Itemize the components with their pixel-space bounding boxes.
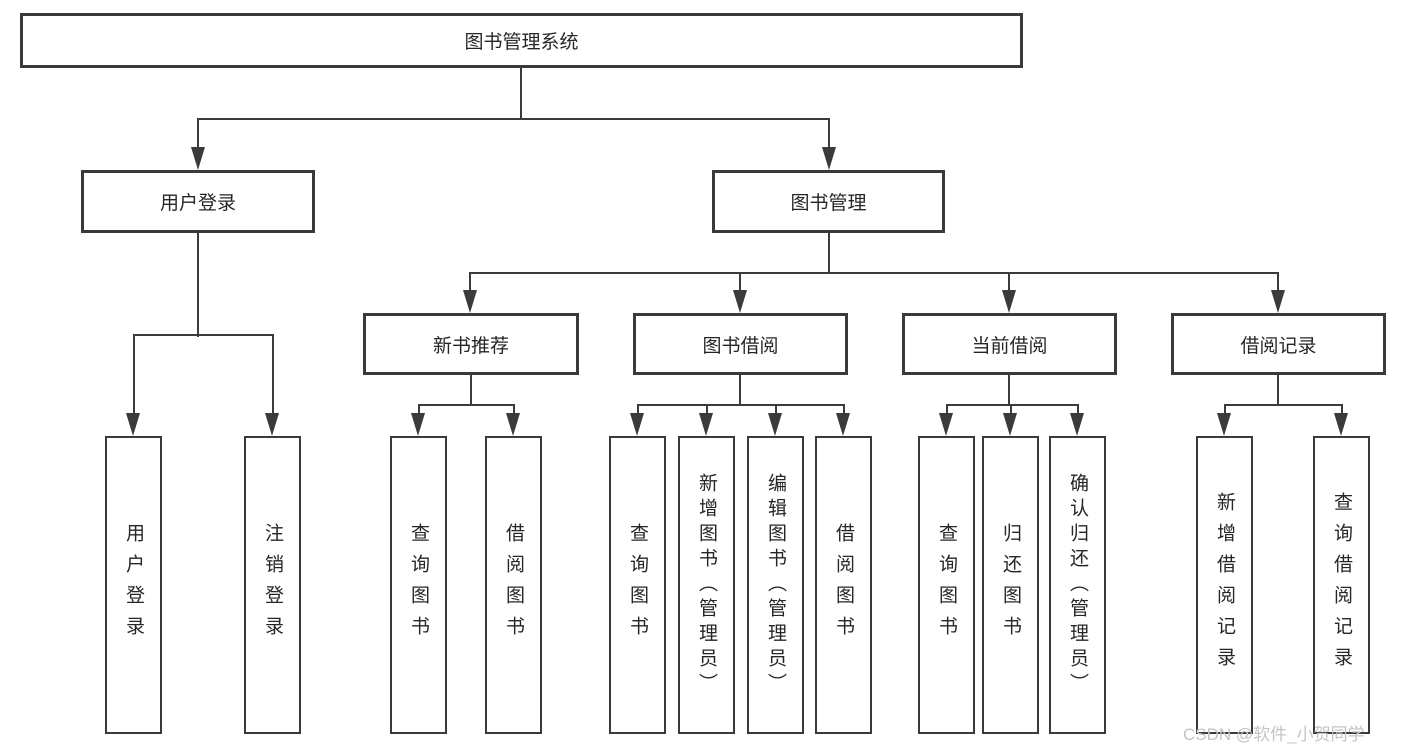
node-label: 查询图书 — [408, 523, 429, 647]
leaf-newbooks-query-books: 查询图书 — [390, 436, 447, 734]
node-label: 编辑图书（管理员） — [765, 472, 786, 698]
connector-arrowhead-down — [1271, 290, 1285, 313]
leaf-borrow-edit-books-admin: 编辑图书（管理员） — [747, 436, 804, 734]
connector-arrowhead-down — [939, 413, 953, 436]
node-label: 借阅图书 — [503, 523, 524, 647]
connector-arrowhead-down — [411, 413, 425, 436]
node-label: 新书推荐 — [432, 335, 509, 357]
connector-hline — [469, 272, 1279, 274]
connector-vline — [197, 119, 199, 156]
node-label: 查询图书 — [627, 523, 648, 647]
leaf-user-login: 用户登录 — [105, 436, 162, 734]
connector-vline — [469, 273, 471, 298]
connector-arrowhead-down — [126, 413, 140, 436]
node-label: 新增图书（管理员） — [696, 472, 717, 698]
node-book-management: 图书管理 — [712, 170, 945, 233]
connector-vline — [272, 335, 274, 420]
connector-arrowhead-down — [1334, 413, 1348, 436]
connector-arrowhead-down — [699, 413, 713, 436]
connector-arrowhead-down — [191, 147, 205, 170]
leaf-current-return-books: 归还图书 — [982, 436, 1039, 734]
leaf-borrow-query-books: 查询图书 — [609, 436, 666, 734]
node-label: 查询图书 — [936, 523, 957, 647]
connector-vline — [1277, 375, 1279, 406]
connector-vline — [133, 335, 135, 420]
connector-hline — [637, 404, 845, 406]
connector-arrowhead-down — [836, 413, 850, 436]
node-label: 用户登录 — [123, 523, 144, 647]
connector-hline — [946, 404, 1079, 406]
node-label: 借阅图书 — [833, 523, 854, 647]
connector-hline — [133, 334, 274, 336]
connector-vline — [828, 233, 830, 274]
node-borrow-records: 借阅记录 — [1171, 313, 1386, 375]
leaf-records-query-record: 查询借阅记录 — [1313, 436, 1370, 734]
node-label: 当前借阅 — [971, 335, 1048, 357]
leaf-current-confirm-return-admin: 确认归还（管理员） — [1049, 436, 1106, 734]
connector-vline — [1008, 273, 1010, 298]
connector-arrowhead-down — [1003, 413, 1017, 436]
connector-hline — [418, 404, 515, 406]
connector-arrowhead-down — [630, 413, 644, 436]
leaf-records-add-record: 新增借阅记录 — [1196, 436, 1253, 734]
connector-vline — [1277, 273, 1279, 298]
leaf-borrow-borrow-books: 借阅图书 — [815, 436, 872, 734]
watermark-text: CSDN @软件_小贺同学 — [1183, 725, 1365, 744]
connector-vline — [739, 375, 741, 406]
node-label: 注销登录 — [262, 523, 283, 647]
connector-arrowhead-down — [1002, 290, 1016, 313]
connector-arrowhead-down — [463, 290, 477, 313]
connector-vline — [739, 273, 741, 298]
leaf-borrow-add-books-admin: 新增图书（管理员） — [678, 436, 735, 734]
connector-arrowhead-down — [768, 413, 782, 436]
connector-arrowhead-down — [822, 147, 836, 170]
node-root: 图书管理系统 — [20, 13, 1023, 68]
node-label: 图书管理 — [790, 193, 867, 214]
connector-vline — [828, 119, 830, 156]
leaf-newbooks-borrow-books: 借阅图书 — [485, 436, 542, 734]
node-new-book-recommend: 新书推荐 — [363, 313, 579, 375]
connector-vline — [520, 68, 522, 120]
leaf-logout: 注销登录 — [244, 436, 301, 734]
node-label: 新增借阅记录 — [1214, 492, 1235, 678]
node-label: 借阅记录 — [1240, 335, 1317, 357]
connector-vline — [470, 375, 472, 406]
node-current-borrow: 当前借阅 — [902, 313, 1117, 375]
connector-hline — [197, 118, 830, 120]
node-label: 确认归还（管理员） — [1067, 472, 1088, 698]
connector-arrowhead-down — [1217, 413, 1231, 436]
connector-arrowhead-down — [506, 413, 520, 436]
connector-arrowhead-down — [1070, 413, 1084, 436]
node-label: 图书管理系统 — [464, 32, 579, 53]
leaf-current-query-books: 查询图书 — [918, 436, 975, 734]
node-label: 查询借阅记录 — [1331, 492, 1352, 678]
connector-vline — [1008, 375, 1010, 406]
connector-arrowhead-down — [265, 413, 279, 436]
node-book-borrow: 图书借阅 — [633, 313, 848, 375]
node-label: 用户登录 — [159, 193, 236, 214]
connector-arrowhead-down — [733, 290, 747, 313]
node-label: 归还图书 — [1000, 523, 1021, 647]
connector-vline — [197, 233, 199, 337]
node-user-login: 用户登录 — [81, 170, 315, 233]
connector-hline — [1224, 404, 1343, 406]
node-label: 图书借阅 — [702, 335, 779, 357]
